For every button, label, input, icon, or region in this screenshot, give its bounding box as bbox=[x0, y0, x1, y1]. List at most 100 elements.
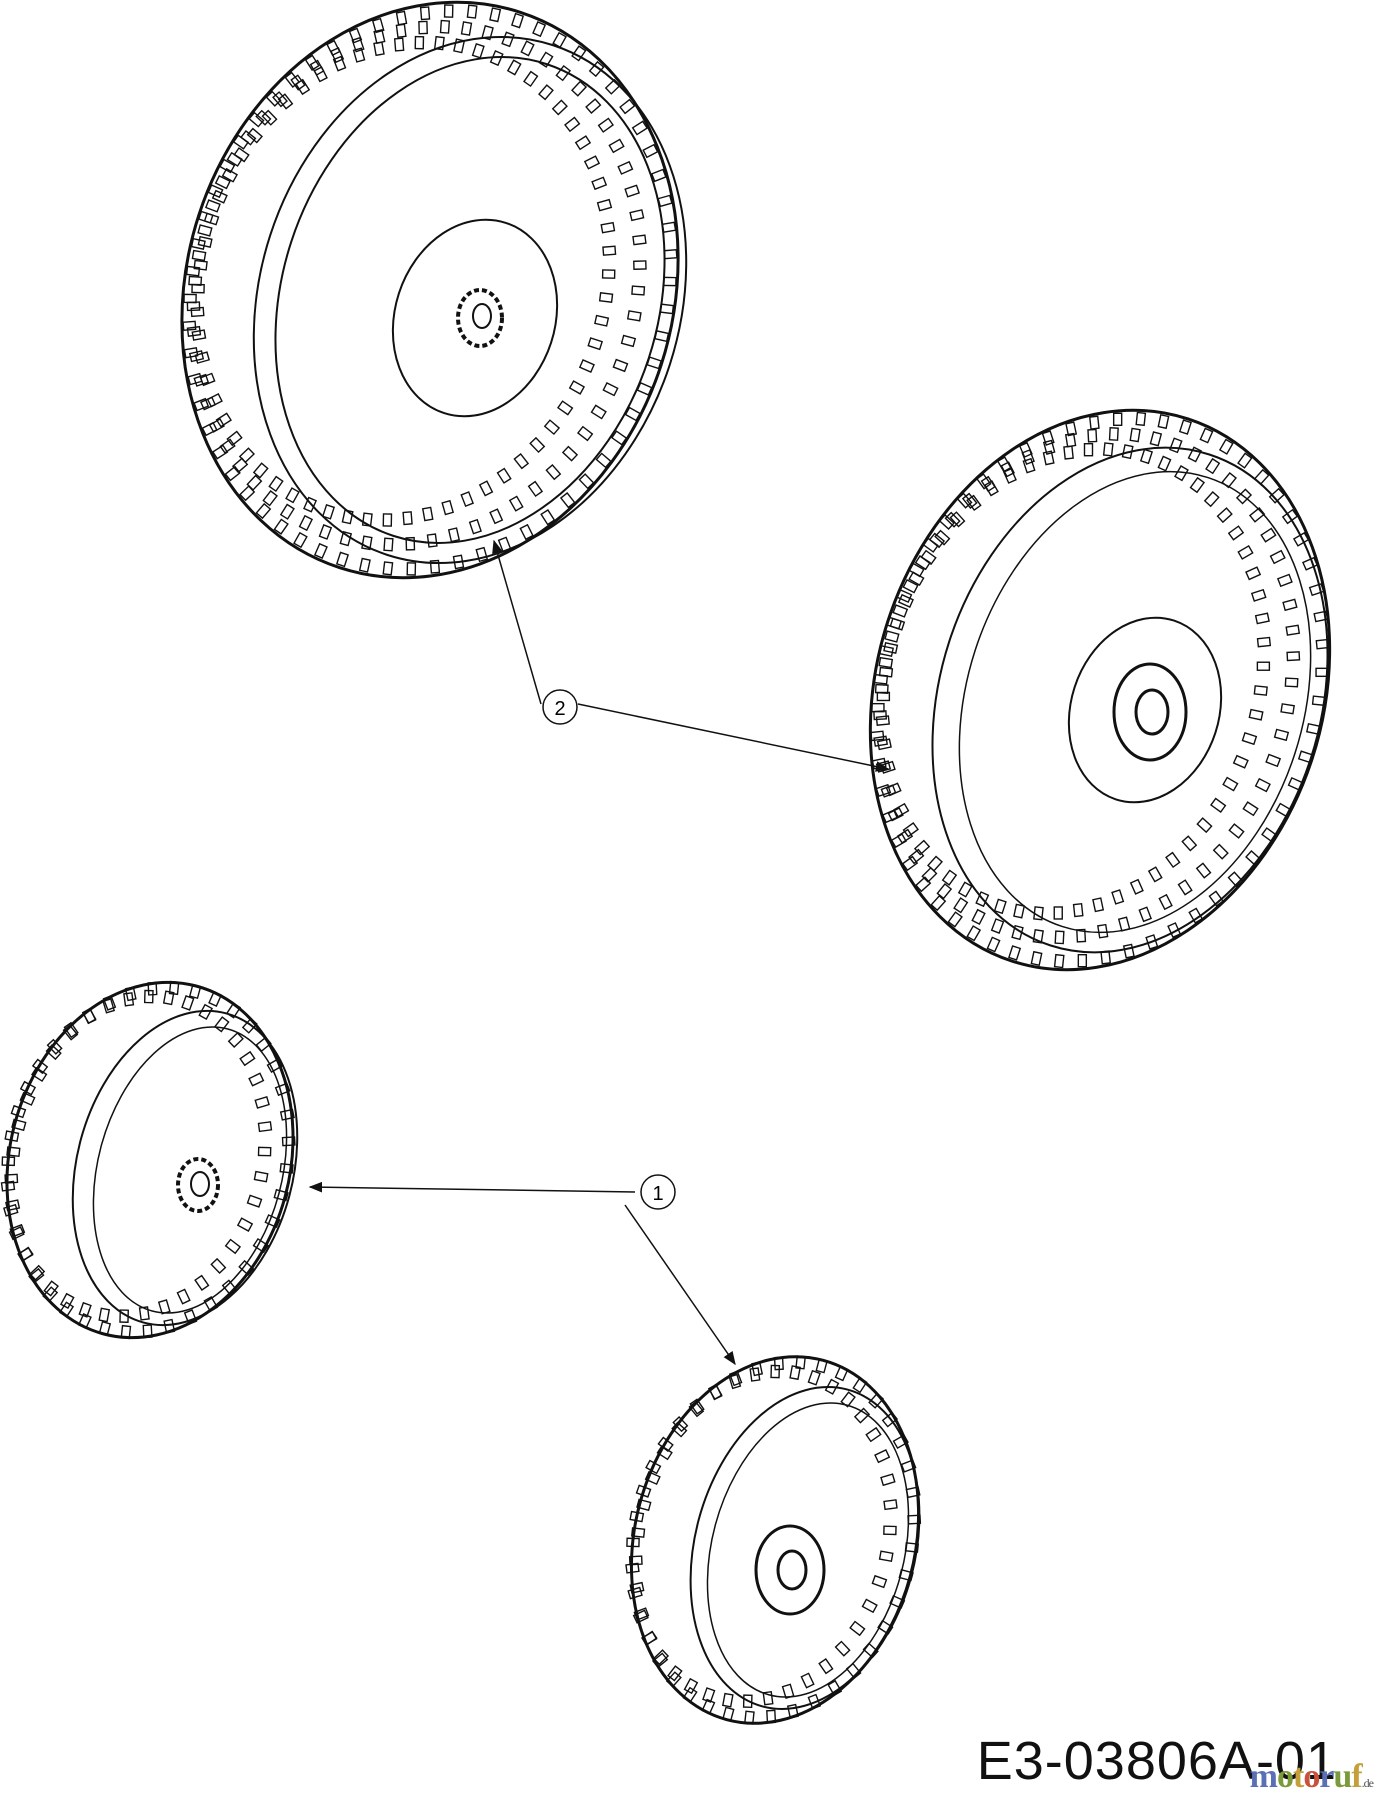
tread-blocks bbox=[182, 4, 678, 576]
tread-block bbox=[1308, 582, 1325, 597]
tread-block bbox=[1265, 753, 1282, 768]
watermark-letter: o bbox=[1303, 1758, 1320, 1795]
tread-block bbox=[1221, 471, 1237, 489]
tread-block bbox=[532, 21, 547, 38]
tread-block bbox=[43, 1280, 59, 1297]
tread-block bbox=[393, 37, 405, 52]
tread-block bbox=[224, 465, 241, 482]
tread-block bbox=[1122, 943, 1135, 959]
tread-block bbox=[1248, 506, 1266, 523]
tread-block bbox=[620, 334, 637, 348]
tread-block bbox=[1254, 612, 1270, 625]
tread-block bbox=[78, 1301, 92, 1318]
tread-block bbox=[667, 1665, 683, 1682]
tread-block bbox=[246, 1194, 263, 1208]
tread-block bbox=[1139, 448, 1154, 465]
tread-block bbox=[268, 475, 284, 493]
watermark-letter: m bbox=[1249, 1758, 1278, 1795]
tread-block bbox=[4, 1130, 20, 1142]
tread-block bbox=[657, 194, 673, 208]
tread-block bbox=[332, 55, 347, 72]
tread-block bbox=[659, 303, 675, 315]
tread-block bbox=[1284, 677, 1299, 688]
tread-block bbox=[190, 306, 205, 318]
tread-block bbox=[807, 1369, 821, 1386]
tread-block bbox=[266, 1058, 283, 1074]
tread-block bbox=[663, 248, 678, 260]
tread-block bbox=[975, 891, 990, 908]
tread-block bbox=[878, 1550, 894, 1563]
tread-block bbox=[352, 47, 366, 63]
tread-block bbox=[194, 351, 210, 364]
tread-block bbox=[246, 474, 263, 491]
tread-block bbox=[1063, 445, 1074, 460]
tread-block bbox=[890, 833, 908, 849]
tread-block bbox=[1248, 708, 1264, 721]
tread-block bbox=[876, 691, 891, 702]
tread-block bbox=[702, 1687, 716, 1703]
tread-block bbox=[163, 1318, 176, 1334]
tread-block bbox=[143, 989, 154, 1004]
tread-block bbox=[183, 293, 197, 304]
tread-block bbox=[889, 617, 906, 631]
tread-block bbox=[883, 1499, 898, 1511]
tread-block bbox=[162, 990, 175, 1006]
tread-block bbox=[520, 40, 535, 57]
tread-block bbox=[1158, 893, 1173, 911]
tread-block bbox=[253, 1170, 269, 1183]
tread-block bbox=[226, 430, 243, 447]
tread-block bbox=[9, 1223, 26, 1238]
tread-block bbox=[182, 320, 197, 332]
tread-block bbox=[927, 855, 943, 872]
tread-block bbox=[596, 198, 613, 212]
tread-block bbox=[920, 549, 937, 566]
tread-block bbox=[934, 529, 951, 546]
tread-block bbox=[1285, 624, 1301, 636]
tread-block bbox=[466, 4, 478, 19]
tread-block bbox=[1129, 878, 1144, 895]
tread-block bbox=[191, 249, 207, 262]
tread-block bbox=[313, 542, 328, 559]
tread-block bbox=[3, 1203, 19, 1217]
tread-block bbox=[208, 418, 225, 433]
tread-block bbox=[1157, 455, 1172, 472]
tread-block bbox=[1313, 610, 1329, 623]
tread-block bbox=[321, 504, 336, 520]
tread-block bbox=[538, 84, 554, 101]
tread-block bbox=[619, 98, 636, 115]
tread-block bbox=[395, 10, 408, 26]
tread-block bbox=[938, 514, 955, 530]
tread-block bbox=[1276, 573, 1293, 588]
tread-block bbox=[602, 245, 617, 256]
tread-block bbox=[42, 1286, 59, 1303]
tread-block bbox=[510, 12, 525, 29]
tread-block bbox=[529, 436, 546, 454]
tread-block bbox=[191, 329, 207, 341]
tread-block bbox=[157, 1299, 171, 1315]
tread-block bbox=[722, 1706, 735, 1722]
tread-block bbox=[543, 419, 561, 436]
tread-block bbox=[883, 1525, 897, 1536]
tread-block bbox=[642, 143, 659, 159]
tread-block bbox=[936, 883, 953, 900]
tread-block bbox=[303, 496, 318, 513]
tread-block bbox=[627, 1586, 643, 1600]
tread-block bbox=[453, 38, 466, 54]
tread-block bbox=[608, 138, 625, 154]
tread-block bbox=[1282, 598, 1298, 612]
tread-block bbox=[1002, 467, 1017, 484]
tread-block bbox=[513, 453, 530, 470]
tread-block bbox=[193, 259, 208, 271]
tread-block bbox=[1208, 890, 1224, 907]
tread-block bbox=[281, 1136, 296, 1147]
tread-block bbox=[564, 116, 581, 133]
tread-block bbox=[583, 155, 601, 170]
tread-block bbox=[545, 463, 562, 481]
tread-block bbox=[1280, 703, 1295, 715]
tread-block bbox=[395, 23, 407, 39]
tread-block bbox=[443, 4, 454, 18]
watermark-letter: u bbox=[1333, 1758, 1352, 1795]
tread-block bbox=[815, 1358, 828, 1374]
tread-block bbox=[683, 1677, 699, 1695]
tread-block bbox=[561, 445, 579, 462]
